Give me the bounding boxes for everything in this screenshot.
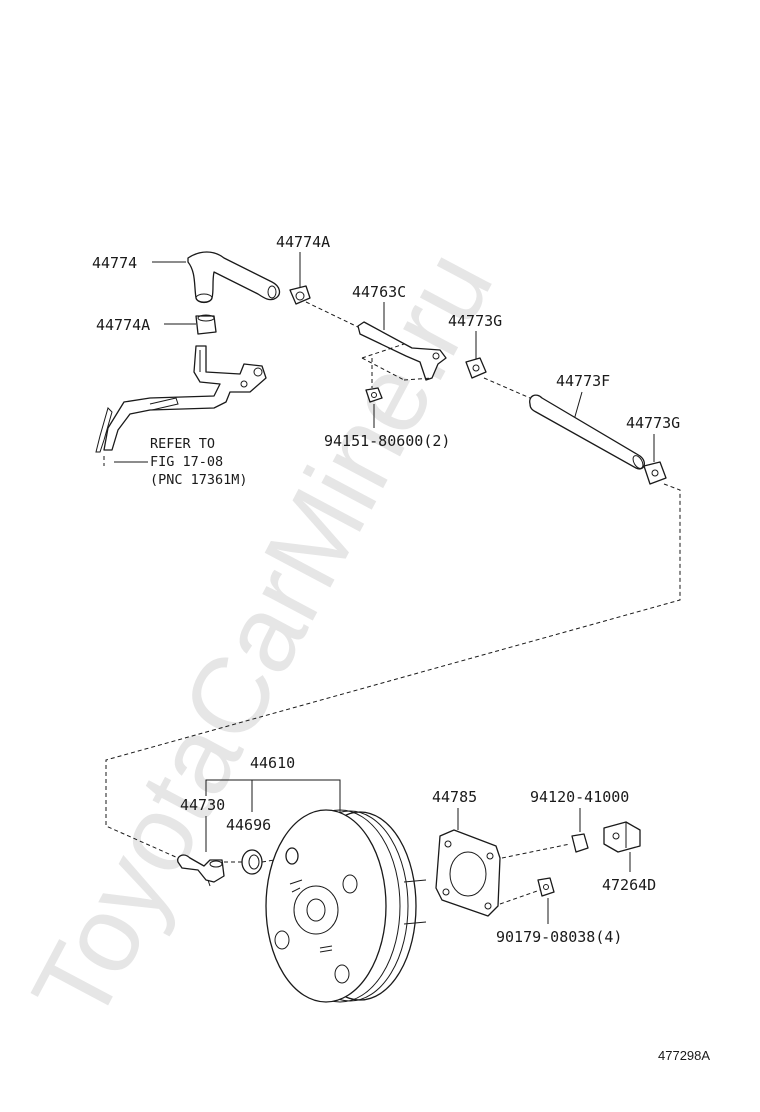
pipe-bracket-44763c[interactable] [357,321,447,381]
lock-nut-94120[interactable] [571,833,589,853]
label-44774a-top[interactable]: 44774A [276,233,330,251]
brake-booster-44610[interactable] [265,809,427,1003]
dashline-hose-to-booster [105,483,681,859]
label-44696[interactable]: 44696 [226,816,271,834]
hose-clip-44773g-upper[interactable] [465,357,487,379]
hose-clip-44774a-left[interactable] [195,314,217,335]
label-44773g-upper[interactable]: 44773G [448,312,502,330]
vacuum-hose-44774[interactable] [187,251,281,304]
refer-note-line-1: REFER TO [150,436,215,452]
label-44730[interactable]: 44730 [180,796,225,814]
vacuum-hose-44773f[interactable] [529,394,646,470]
grommet-44696[interactable] [241,849,263,875]
dashline-clip-to-hose-44773f [483,377,531,399]
label-44610[interactable]: 44610 [250,754,295,772]
push-rod-clevis-47264d[interactable] [603,821,641,853]
leader-44773f [573,391,583,421]
figure-code: 477298A [658,1048,710,1063]
hex-nut-90179[interactable] [537,877,555,897]
label-44773f[interactable]: 44773F [556,372,610,390]
hose-clip-44773g-lower[interactable] [643,461,667,485]
label-44773g-lower[interactable]: 44773G [626,414,680,432]
dashline-stud-to-nut [499,889,541,905]
flange-nut-94151[interactable] [365,387,383,403]
leader-44610 [205,779,341,814]
hose-clip-44774a-top[interactable] [289,285,311,305]
dashline-bracket-nuts [361,343,433,381]
vacuum-pipe-assembly[interactable] [95,345,267,453]
label-44774a-left[interactable]: 44774A [96,316,150,334]
label-44774[interactable]: 44774 [92,254,137,272]
refer-note-line-2: FIG 17-08 [150,454,223,470]
dashline-rod-to-nut [501,843,571,859]
booster-gasket-44785[interactable] [435,829,501,917]
label-90179[interactable]: 90179-08038(4) [496,928,622,946]
label-47264d[interactable]: 47264D [602,876,656,894]
check-valve-44730[interactable] [177,854,225,887]
label-94120[interactable]: 94120-41000 [530,788,629,806]
refer-note-line-3: (PNC 17361M) [150,472,248,488]
label-44763c[interactable]: 44763C [352,283,406,301]
label-44785[interactable]: 44785 [432,788,477,806]
label-94151[interactable]: 94151-80600(2) [324,432,450,450]
dashline-clip-to-bracket [305,301,361,329]
